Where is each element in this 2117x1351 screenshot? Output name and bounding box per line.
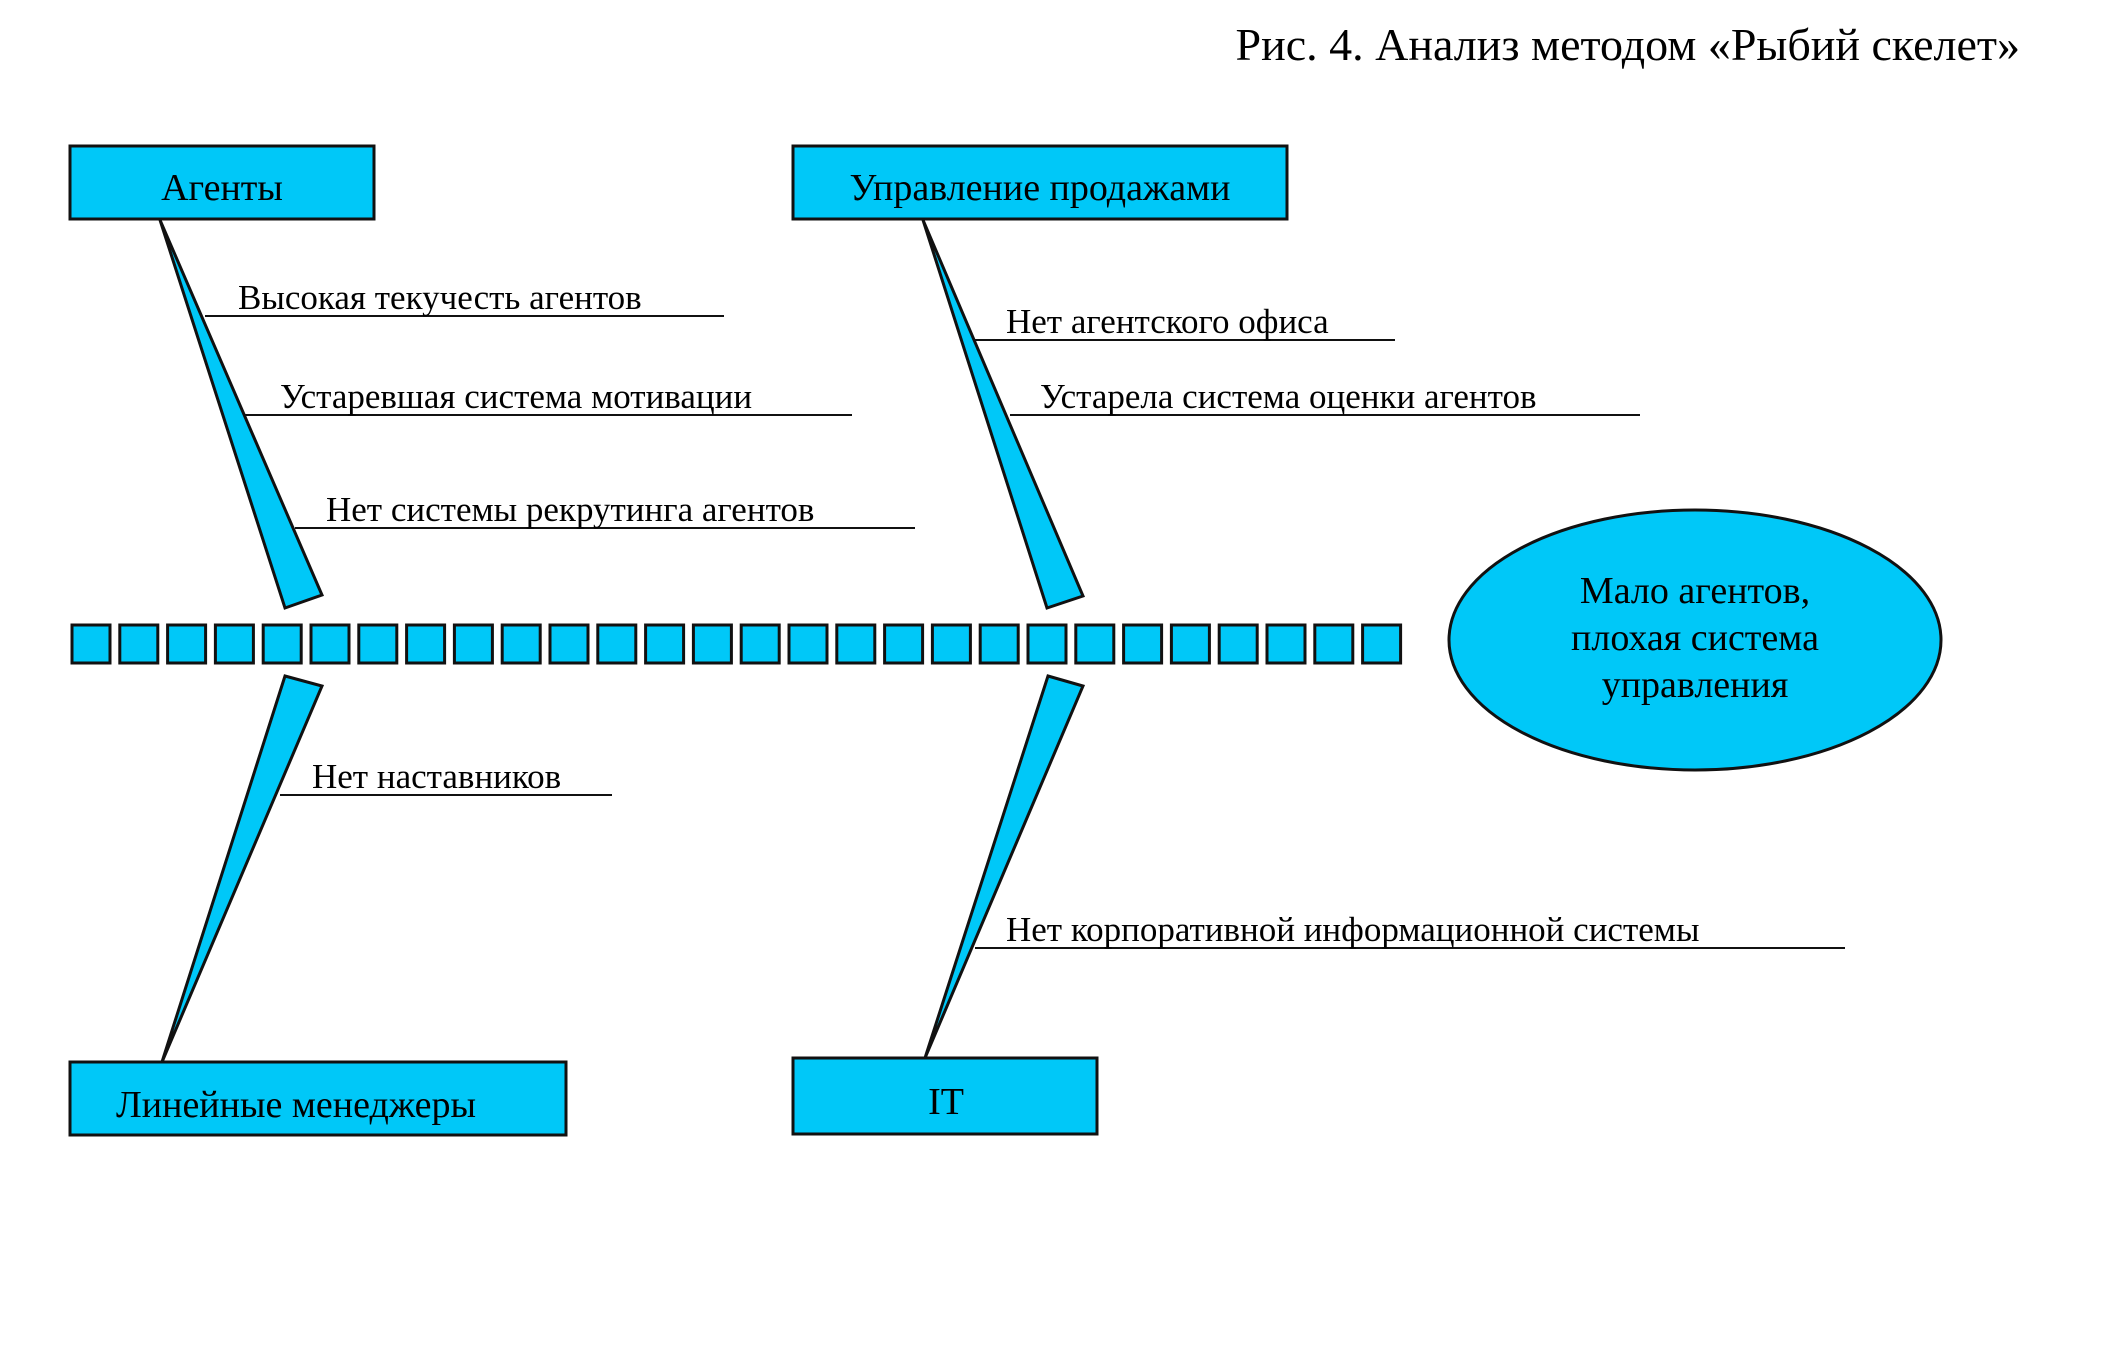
spine-segment — [978, 623, 1020, 665]
spine-segment — [596, 623, 638, 665]
category-box-sales-management — [791, 144, 1289, 221]
cause-label-agents-3: Нет системы рекрутинга агентов — [326, 490, 814, 529]
spine-segment — [70, 623, 112, 665]
category-it: IT Нет корпоративной информационной сист… — [791, 674, 1845, 1136]
category-line-managers: Линейные менеджеры Нет наставников — [68, 674, 612, 1137]
category-box-agents — [68, 144, 376, 221]
effect-head: Мало агентов, плохая система управления — [1447, 508, 1943, 772]
spine-segment — [1313, 623, 1355, 665]
spine-segment — [883, 623, 925, 665]
bone-sales-management — [921, 219, 1086, 610]
category-sales-management: Управление продажами Нет агентского офис… — [791, 144, 1640, 610]
spine-segment — [261, 623, 303, 665]
figure-caption: Рис. 4. Анализ методом «Рыбий скелет» — [1236, 19, 2021, 70]
spine-segment — [835, 623, 877, 665]
spine-segment — [930, 623, 972, 665]
spine-segment — [405, 623, 447, 665]
category-box-it — [791, 1056, 1099, 1136]
category-label-sales-management: Управление продажами — [849, 167, 1230, 209]
bone-agents — [158, 219, 325, 610]
spine-segment — [1217, 623, 1259, 665]
category-label-line-managers: Линейные менеджеры — [116, 1084, 476, 1126]
spine-segment — [739, 623, 781, 665]
cause-label-agents-1: Высокая текучесть агентов — [238, 278, 642, 317]
category-label-agents: Агенты — [161, 167, 283, 209]
spine-segment — [500, 623, 542, 665]
spine — [70, 623, 1403, 665]
category-label-it: IT — [928, 1081, 964, 1123]
spine-segment — [1026, 623, 1068, 665]
spine-segment — [691, 623, 733, 665]
spine-segment — [1361, 623, 1403, 665]
cause-label-sales-management-1: Нет агентского офиса — [1006, 302, 1329, 341]
bone-line-managers — [160, 674, 325, 1063]
cause-label-line-managers-1: Нет наставников — [312, 757, 561, 796]
spine-segment — [357, 623, 399, 665]
spine-segment — [213, 623, 255, 665]
spine-segment — [644, 623, 686, 665]
category-agents: Агенты Высокая текучесть агентов Устарев… — [68, 144, 915, 610]
spine-segment — [1265, 623, 1307, 665]
bone-it — [923, 674, 1086, 1059]
spine-segment — [1169, 623, 1211, 665]
effect-label-line-1: Мало агентов, — [1580, 570, 1810, 612]
spine-segment — [166, 623, 208, 665]
effect-label-line-3: управления — [1602, 664, 1789, 706]
effect-ellipse — [1447, 508, 1943, 772]
cause-label-it-1: Нет корпоративной информационной системы — [1006, 910, 1699, 949]
spine-segment — [1074, 623, 1116, 665]
spine-segment — [1122, 623, 1164, 665]
cause-label-sales-management-2: Устарела система оценки агентов — [1040, 377, 1537, 416]
cause-label-agents-2: Устаревшая система мотивации — [280, 377, 752, 416]
category-box-line-managers — [68, 1060, 568, 1137]
effect-label-line-2: плохая система — [1571, 617, 1819, 659]
spine-segment — [452, 623, 494, 665]
spine-segment — [787, 623, 829, 665]
spine-segment — [309, 623, 351, 665]
spine-segment — [548, 623, 590, 665]
spine-segment — [118, 623, 160, 665]
